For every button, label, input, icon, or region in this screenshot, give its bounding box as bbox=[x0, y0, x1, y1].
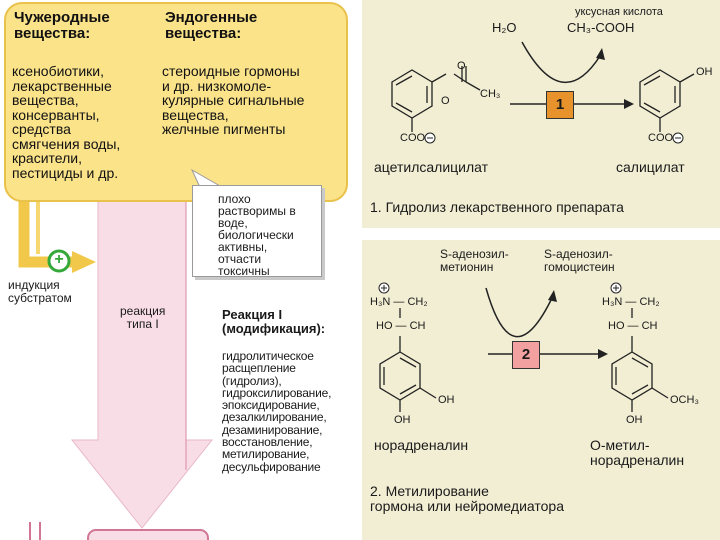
cofactor-arrow-1 bbox=[521, 41, 601, 83]
methylation-diagram bbox=[378, 282, 669, 412]
h3n-right: H₃N — CH₂ bbox=[602, 296, 660, 308]
och3-right: OCH₃ bbox=[670, 394, 699, 406]
reaction-type-label: реакция типа I bbox=[120, 304, 166, 331]
xenobiotics-header: Чужеродные вещества: bbox=[14, 9, 110, 42]
callout-text: плохо растворимы в воде, биологически ак… bbox=[218, 192, 296, 278]
left-arrows-svg bbox=[18, 196, 214, 540]
enzyme-1-badge: 1 bbox=[546, 91, 574, 119]
induction-label: индукция субстратом bbox=[8, 278, 72, 305]
noradrenaline-structure bbox=[379, 308, 437, 412]
h3n-left: H₃N — CH₂ bbox=[370, 296, 428, 308]
callout-box bbox=[192, 185, 322, 277]
plus-icon: + bbox=[54, 251, 64, 268]
acetic-acid-name: уксусная кислота bbox=[575, 6, 663, 18]
bottom-box bbox=[87, 529, 209, 540]
water-label: H₂O bbox=[492, 20, 517, 35]
o-label: O bbox=[441, 95, 450, 107]
hoch-right: HO — CH bbox=[608, 320, 658, 332]
salicylate-structure bbox=[639, 69, 695, 132]
hydrolysis-panel bbox=[362, 0, 720, 228]
cofactor-arrow-2 bbox=[485, 287, 553, 338]
o-methylnoradrenaline-structure bbox=[611, 308, 669, 412]
endogenous-list: стероидные гормоны и др. низкомоле- куля… bbox=[162, 63, 305, 137]
panel1-title: 1. Гидролиз лекарственного препарата bbox=[370, 199, 624, 215]
panel2-title: 2. Метилирование гормона или нейромедиат… bbox=[370, 483, 564, 514]
acetylsalicylate-structure bbox=[391, 66, 481, 132]
coo-left: COO bbox=[400, 132, 426, 144]
reactant-2: норадреналин bbox=[374, 437, 469, 453]
reactant-1: ацетилсалицилат bbox=[374, 159, 489, 175]
induction-arrow bbox=[18, 196, 74, 268]
reaction1-title: Реакция I (модификация): bbox=[222, 307, 326, 336]
xenobiotics-list: ксенобиотики, лекарственные вещества, ко… bbox=[12, 63, 121, 181]
pink-flow-arrow bbox=[70, 199, 214, 529]
oh-label: OH bbox=[696, 66, 713, 78]
methylation-panel bbox=[362, 240, 720, 540]
product-1: салицилат bbox=[616, 159, 685, 175]
product-2: О-метил- норадреналин bbox=[590, 437, 685, 468]
cofactor-in: S-аденозил- метионин bbox=[440, 247, 509, 274]
plus-circle bbox=[47, 249, 71, 273]
coo-right: COO bbox=[648, 132, 674, 144]
substances-box bbox=[4, 2, 348, 202]
oh-right-bottom: OH bbox=[626, 414, 643, 426]
endogenous-header: Эндогенные вещества: bbox=[165, 9, 258, 42]
induction-arrowhead bbox=[72, 251, 96, 273]
ch3-label: CH₃ bbox=[480, 88, 501, 100]
hydrolysis-diagram bbox=[391, 41, 695, 144]
acetic-acid-formula: CH₃-COOH bbox=[567, 20, 635, 35]
oh-left-bottom: OH bbox=[394, 414, 411, 426]
oh-left-mid: OH bbox=[438, 394, 455, 406]
hoch-left: HO — CH bbox=[376, 320, 426, 332]
o-carbonyl-label: O bbox=[457, 60, 466, 72]
cofactor-out: S-аденозил- гомоцистеин bbox=[544, 247, 615, 274]
reaction1-list: гидролитическое расщепление (гидролиз), … bbox=[222, 349, 332, 474]
enzyme-2-badge: 2 bbox=[512, 341, 540, 369]
